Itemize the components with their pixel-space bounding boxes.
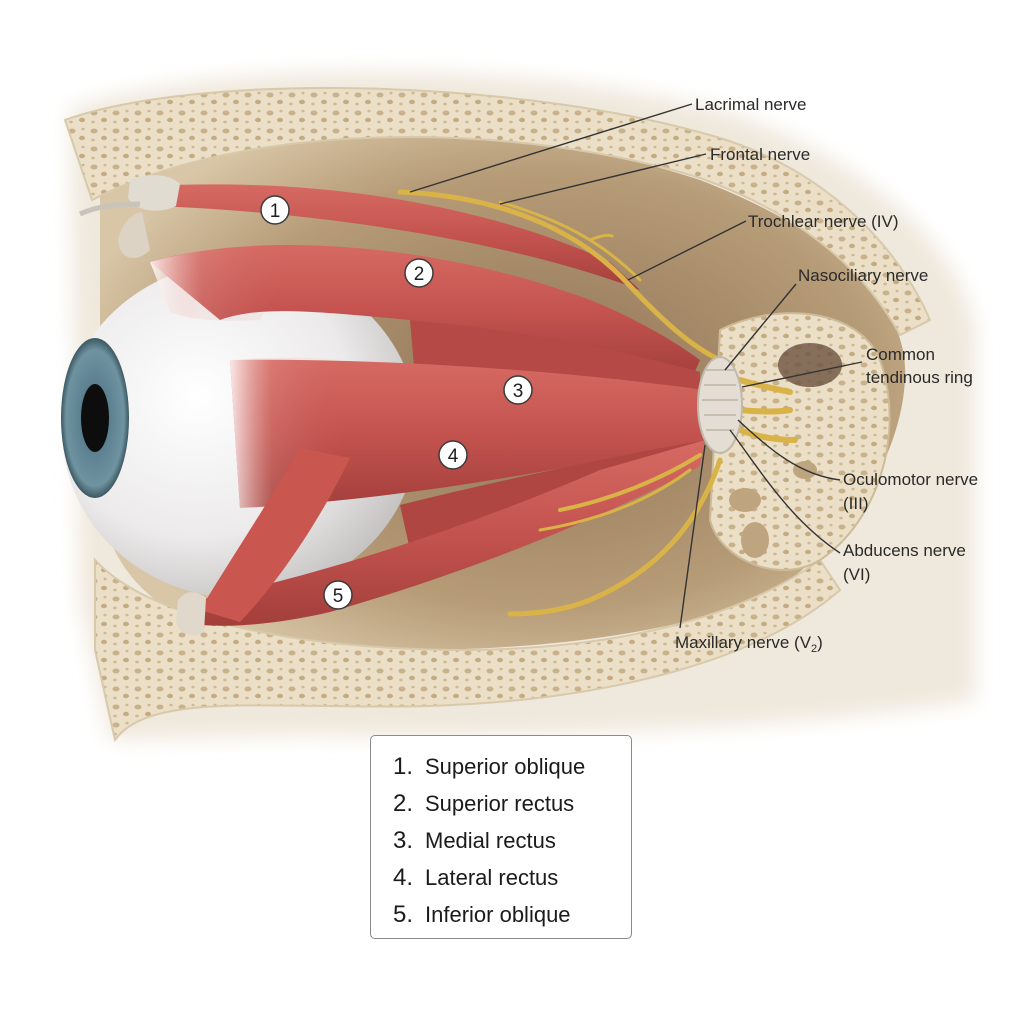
marker-2: 2 — [404, 258, 434, 288]
legend-item-5: 5. Inferior oblique — [393, 896, 631, 933]
common-tendinous-ring — [697, 356, 743, 454]
lacrimal-nerve-label: Lacrimal nerve — [695, 95, 807, 114]
legend-item-1: 1. Superior oblique — [393, 748, 631, 785]
legend-muscle-name: Inferior oblique — [425, 902, 571, 927]
maxillary-nerve-label-close: ) — [817, 633, 823, 652]
legend-muscle-name: Superior oblique — [425, 754, 586, 779]
legend-number: 4. — [393, 864, 414, 891]
nerves — [397, 189, 798, 617]
marker-5: 5 — [323, 580, 353, 610]
trochlear-nerve-label: Trochlear nerve (IV) — [748, 212, 899, 231]
marker-1-label: 1 — [270, 201, 281, 222]
iris — [61, 338, 129, 498]
legend-number: 1. — [393, 753, 414, 780]
marker-4: 4 — [438, 440, 468, 470]
nasociliary-nerve-label: Nasociliary nerve — [798, 266, 928, 285]
number-markers: 1 2 3 4 5 — [260, 195, 533, 610]
abducens-nerve-label-line1: Abducens nerve — [843, 541, 966, 560]
maxillary-nerve-label: Maxillary nerve (V2) — [675, 633, 823, 655]
legend-muscle-name: Superior rectus — [425, 791, 575, 816]
marker-3-label: 3 — [513, 381, 524, 402]
legend-muscle-name: Medial rectus — [425, 828, 556, 853]
legend-number: 2. — [393, 790, 414, 817]
pupil — [81, 384, 109, 452]
upper-orbital-bone — [63, 87, 932, 337]
maxillary-nerve-label-main: Maxillary nerve (V — [675, 633, 812, 652]
common-tendinous-ring-label-line2: tendinous ring — [866, 368, 973, 387]
maxillary-nerve-label-subscript: 2 — [811, 643, 817, 655]
marker-5-label: 5 — [333, 586, 344, 607]
inferior-oblique-muscle — [176, 440, 705, 636]
marker-3: 3 — [503, 375, 533, 405]
legend-number: 5. — [393, 901, 414, 928]
leader-lines — [409, 103, 863, 629]
legend-item-3: 3. Medial rectus — [393, 822, 631, 859]
legend-muscle-name: Lateral rectus — [425, 865, 559, 890]
oculomotor-nerve-label-line2: (III) — [843, 494, 869, 513]
nerve-labels: Lacrimal nerve Frontal nerve Trochlear n… — [675, 95, 978, 655]
marker-4-label: 4 — [448, 446, 459, 467]
frontal-nerve-label: Frontal nerve — [710, 145, 810, 164]
legend-item-2: 2. Superior rectus — [393, 785, 631, 822]
marker-2-label: 2 — [414, 264, 425, 285]
common-tendinous-ring-label-line1: Common — [866, 345, 935, 364]
oculomotor-nerve-label-line1: Oculomotor nerve — [843, 470, 978, 489]
abducens-nerve-label-line2: (VI) — [843, 565, 870, 584]
muscle-legend: 1. Superior oblique 2. Superior rectus 3. M… — [370, 735, 632, 939]
marker-1: 1 — [260, 195, 290, 225]
legend-item-4: 4. Lateral rectus — [393, 859, 631, 896]
legend-number: 3. — [393, 827, 414, 854]
lower-orbital-bone — [94, 557, 842, 743]
